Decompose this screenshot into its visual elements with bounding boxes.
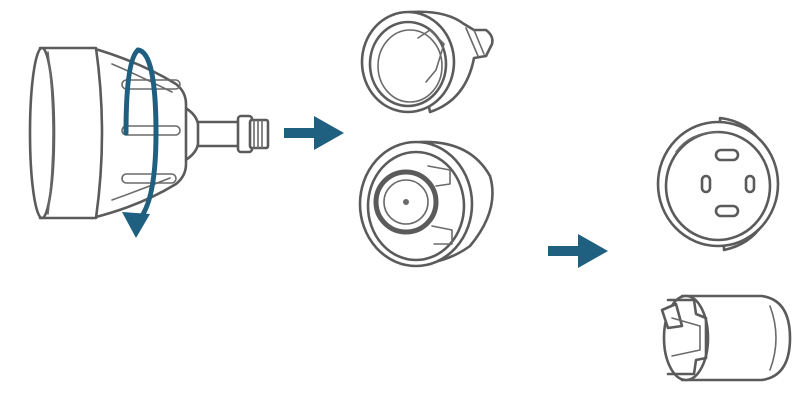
- step2-valve-body: [358, 140, 494, 268]
- step3-insert-disc: [656, 116, 780, 252]
- arrow-right-icon: [548, 234, 608, 268]
- step3-tool: [660, 294, 792, 382]
- arrow-right-icon: [284, 116, 344, 150]
- rotate-arrow-icon: [122, 47, 159, 238]
- step1-connector-assembly: [28, 46, 270, 220]
- threaded-nozzle: [194, 114, 270, 154]
- step2-cap-part: [360, 10, 494, 114]
